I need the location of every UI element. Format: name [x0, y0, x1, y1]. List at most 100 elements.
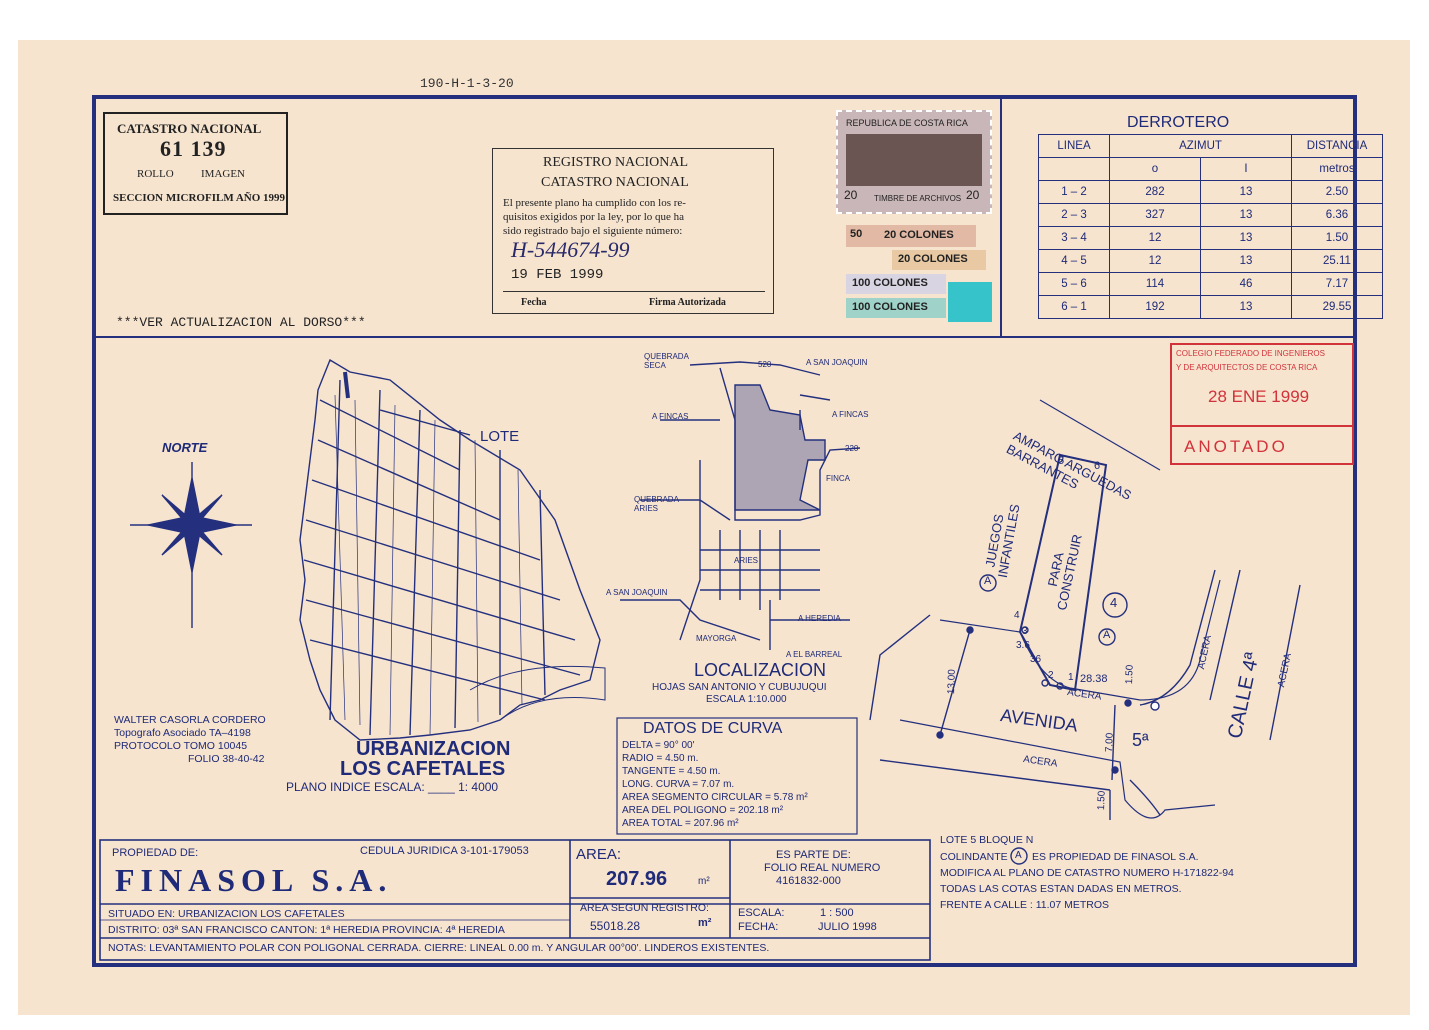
note-colindante-mark: A	[1015, 850, 1022, 861]
pt-2: 2	[1048, 670, 1054, 681]
mark-a-2: A	[1103, 629, 1111, 641]
stamp-timbre-text: TIMBRE DE ARCHIVOS	[874, 194, 962, 203]
pt-1: 1	[1068, 672, 1074, 683]
localizacion-escala: ESCALA 1:10.000	[706, 694, 787, 705]
curva-delta: DELTA = 90° 00'	[622, 740, 695, 751]
derrotero-title: DERROTERO	[1127, 114, 1230, 131]
area-registro-value: 55018.28	[590, 919, 641, 933]
registro-stamp: REGISTRO NACIONAL CATASTRO NACIONAL El p…	[492, 148, 774, 314]
dim-3-6: 3.6	[1016, 640, 1030, 651]
cell-deg: 12	[1109, 226, 1201, 250]
revenue-stamp-20: REPUBLICA DE COSTA RICA 20 TIMBRE DE ARC…	[836, 110, 992, 214]
registro-text1: El presente plano ha cumplido con los re…	[503, 197, 686, 209]
catastro-stamp: CATASTRO NACIONAL 61 139 ROLLO IMAGEN SE…	[103, 112, 288, 215]
colegio-line1: COLEGIO FEDERADO DE INGENIEROS	[1176, 349, 1325, 358]
header-divider	[95, 336, 1355, 338]
folio-real-label: FOLIO REAL NUMERO	[764, 862, 881, 874]
stamp-colones-1: 20 COLONES	[884, 229, 954, 241]
registro-text2: quisitos exigidos por la ley, por lo que…	[503, 211, 685, 223]
colegio-date: 28 ENE 1999	[1208, 387, 1310, 406]
cell-dist: 2.50	[1291, 180, 1383, 204]
cell-min: 46	[1200, 272, 1292, 296]
urbanization-index-map	[299, 358, 606, 741]
fecha-label-block: FECHA:	[738, 921, 779, 933]
catastro-title: CATASTRO NACIONAL	[117, 121, 262, 136]
area-label: AREA:	[576, 846, 622, 863]
site-plan-drawing	[869, 399, 1301, 820]
stamp-100-colones-1: 100 COLONES	[846, 274, 946, 294]
cafetales-title: LOS CAFETALES	[340, 758, 506, 780]
localizacion-hojas: HOJAS SAN ANTONIO Y CUBUJUQUI	[652, 682, 827, 693]
dorso-note: ***VER ACTUALIZACION AL DORSO***	[116, 315, 366, 330]
notas-line: NOTAS: LEVANTAMIENTO POLAR CON POLIGONAL…	[108, 942, 770, 954]
note-cotas: TODAS LAS COTAS ESTAN DADAS EN METROS.	[940, 883, 1182, 895]
colegio-line2: Y DE ARQUITECTOS DE COSTA RICA	[1176, 363, 1318, 372]
lote-label: LOTE	[480, 428, 520, 445]
cell-min: 13	[1200, 295, 1292, 319]
derrotero-divider	[1000, 95, 1002, 338]
north-label: NORTE	[162, 440, 208, 455]
cell-min: 13	[1200, 203, 1292, 227]
loc-quebrada-seca: QUEBRADA SECA	[644, 352, 689, 370]
stamp-teal-corner	[948, 282, 992, 322]
dim-7-00: 7.00	[1104, 732, 1116, 753]
cell-linea: 3 – 4	[1038, 226, 1110, 250]
dim-36: 36	[1030, 654, 1042, 665]
curva-radio: RADIO = 4.50 m.	[622, 753, 699, 764]
seccion-label: SECCION MICROFILM AÑO 1999	[113, 192, 286, 204]
folio-real-number: 4161832-000	[776, 875, 841, 887]
distrito-canton: DISTRITO: 03ª SAN FRANCISCO CANTON: 1ª H…	[108, 924, 505, 936]
localizacion-title: LOCALIZACION	[694, 660, 827, 680]
note-colindante-pre: COLINDANTE	[940, 851, 1008, 863]
curva-title: DATOS DE CURVA	[643, 720, 783, 737]
loc-a-fincas-left: A FINCAS	[652, 412, 689, 421]
curva-long: LONG. CURVA = 7.07 m.	[622, 779, 735, 790]
stamp-value-left: 20	[844, 188, 858, 202]
fecha-label: Fecha	[521, 297, 547, 308]
loc-mayorga: MAYORGA	[696, 634, 737, 643]
dim-1-50-a: 1.50	[1124, 664, 1136, 685]
file-reference: 190-H-1-3-20	[420, 76, 514, 91]
registro-line1: REGISTRO NACIONAL	[543, 155, 689, 170]
subheader-min: I	[1200, 157, 1292, 181]
area-registro-label: AREA SEGUN REGISTRO:	[580, 902, 709, 914]
note-modifica: MODIFICA AL PLANO DE CATASTRO NUMERO H-1…	[940, 867, 1234, 879]
loc-220: 220	[845, 444, 859, 453]
stamp-building-image	[846, 134, 982, 186]
stamp-20-colones-2: 20 COLONES	[892, 250, 986, 270]
surveyor-protocolo: PROTOCOLO TOMO 10045	[114, 740, 248, 752]
registro-line2: CATASTRO NACIONAL	[541, 175, 689, 190]
signature-line	[503, 291, 765, 292]
colegio-status: ANOTADO	[1184, 437, 1288, 456]
cell-dist: 25.11	[1291, 249, 1383, 273]
colegio-stamp: COLEGIO FEDERADO DE INGENIEROS Y DE ARQU…	[1170, 343, 1354, 465]
cell-linea: 1 – 2	[1038, 180, 1110, 204]
stamp-republic-text: REPUBLICA DE COSTA RICA	[846, 118, 968, 128]
pt-6: 6	[1094, 460, 1101, 472]
title-block-lines	[99, 839, 931, 961]
loc-quebrada-aries: QUEBRADA ARIES	[634, 495, 679, 513]
cell-dist: 1.50	[1291, 226, 1383, 250]
stamp-100-colones-2: 100 COLONES	[846, 298, 946, 318]
stamp-colones-2: 20 COLONES	[898, 253, 968, 265]
pt-3: 3	[1022, 626, 1028, 637]
area-value: 207.96	[606, 868, 668, 890]
curva-area-segmento: AREA SEGMENTO CIRCULAR = 5.78 m²	[622, 792, 808, 803]
plano-indice-scale: PLANO INDICE ESCALA: ____ 1: 4000	[286, 780, 499, 794]
loc-a-el-barreal: A EL BARREAL	[786, 650, 843, 659]
subheader-deg: o	[1109, 157, 1201, 181]
area-unit: m²	[698, 876, 710, 887]
loc-a-san-joaquin-bottom: A SAN JOAQUIN	[606, 588, 668, 597]
stamp-50-value: 50	[850, 228, 863, 240]
pt-5: 5	[1058, 455, 1065, 467]
surveyor-folio: FOLIO 38-40-42	[188, 753, 265, 765]
imagen-label: IMAGEN	[201, 168, 245, 180]
rollo-label: ROLLO	[137, 168, 174, 180]
